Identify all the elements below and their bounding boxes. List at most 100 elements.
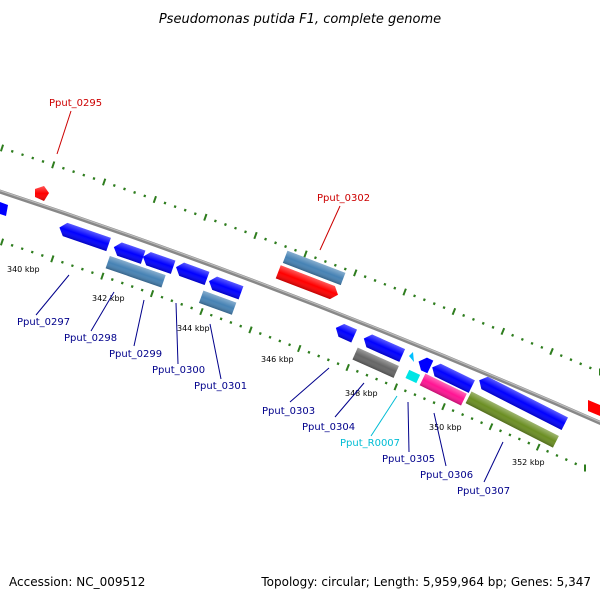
minor-tick	[82, 173, 86, 177]
minor-tick	[123, 187, 126, 191]
minor-tick	[130, 285, 134, 289]
minor-tick	[355, 369, 359, 373]
major-tick	[402, 288, 407, 296]
minor-tick	[92, 177, 96, 181]
minor-tick	[413, 294, 417, 298]
minor-tick	[284, 244, 288, 249]
minor-tick	[480, 421, 484, 425]
minor-tick	[294, 248, 297, 252]
minor-tick	[219, 317, 223, 321]
leader-lines	[35, 110, 504, 483]
minor-tick	[40, 253, 44, 257]
minor-tick	[413, 393, 417, 397]
gene-label-pput-0301[interactable]: Pput_0301	[194, 381, 247, 392]
gene-label-pput-0306[interactable]: Pput_0306	[420, 470, 473, 481]
feature-pput-0298-steel[interactable]	[105, 255, 166, 288]
minor-tick	[313, 256, 317, 260]
minor-tick	[183, 208, 187, 212]
minor-tick	[403, 389, 407, 393]
gene-label-pput-0300[interactable]: Pput_0300	[152, 365, 205, 376]
minor-tick	[508, 433, 512, 437]
minor-tick	[317, 354, 321, 358]
feature-pput-0303[interactable]	[333, 322, 357, 343]
minor-tick	[244, 230, 247, 234]
minor-tick	[365, 373, 369, 377]
gene-label-pput-0305[interactable]: Pput_0305	[382, 454, 435, 465]
major-tick	[500, 327, 506, 335]
minor-tick	[234, 226, 237, 230]
minor-tick	[333, 263, 337, 267]
gene-label-pput-0307[interactable]: Pput_0307	[457, 486, 510, 497]
minor-tick	[258, 332, 262, 336]
minor-tick	[213, 219, 217, 223]
minor-tick	[326, 358, 330, 362]
gene-label-pput-0303[interactable]: Pput_0303	[262, 406, 315, 417]
minor-tick	[193, 212, 197, 216]
minor-tick	[498, 429, 503, 433]
gene-label-pput-0304[interactable]: Pput_0304	[302, 422, 355, 433]
genome-backbone	[0, 189, 600, 425]
gene-label-pput-0295[interactable]: Pput_0295	[49, 98, 102, 109]
gene-label-pput-0299[interactable]: Pput_0299	[109, 349, 162, 360]
minor-tick	[60, 260, 64, 264]
major-tick	[451, 307, 457, 316]
gene-label-pput-0298[interactable]: Pput_0298	[64, 333, 117, 344]
feature-edge-red[interactable]	[588, 400, 600, 416]
minor-tick	[140, 288, 144, 292]
gene-label-pput-0297[interactable]: Pput_0297	[17, 317, 70, 328]
minor-tick	[373, 278, 377, 283]
minor-tick	[21, 153, 24, 157]
major-tick	[303, 250, 308, 258]
feature-pput-0307[interactable]	[476, 374, 568, 431]
feature-pput-0298[interactable]	[112, 240, 146, 264]
minor-tick	[70, 264, 74, 268]
minor-tick	[451, 409, 455, 413]
major-tick	[441, 403, 446, 411]
feature-pput-0295[interactable]	[35, 186, 49, 201]
minor-tick	[462, 313, 466, 318]
feature-pput-0297[interactable]	[57, 221, 111, 252]
minor-tick	[520, 337, 524, 341]
major-tick	[549, 347, 554, 356]
topology-text: Topology: circular; Length: 5,959,964 bp…	[260, 575, 591, 589]
minor-tick	[470, 417, 474, 421]
gene-label-pput-r0007[interactable]: Pput_R0007	[340, 438, 400, 449]
minor-tick	[190, 306, 194, 310]
minor-tick	[268, 335, 272, 339]
minor-tick	[461, 413, 465, 417]
outer-tick-track	[0, 144, 600, 376]
minor-tick	[579, 362, 583, 366]
major-tick	[152, 195, 157, 204]
feature-pput-0307-olive[interactable]	[465, 391, 559, 448]
feature-pput-0306[interactable]	[429, 361, 475, 393]
feature-pput-0301-steel[interactable]	[198, 290, 237, 315]
feature-pput-0304[interactable]	[361, 332, 406, 362]
feature-pput-0304-gray[interactable]	[352, 347, 399, 378]
minor-tick	[163, 201, 167, 205]
feature-pput-0299[interactable]	[141, 250, 176, 274]
major-tick	[488, 423, 494, 431]
minor-tick	[384, 381, 388, 385]
minor-tick	[120, 281, 124, 285]
major-tick	[393, 383, 399, 391]
minor-tick	[20, 247, 24, 251]
minor-tick	[422, 298, 426, 302]
feature-pput-0301[interactable]	[207, 275, 244, 300]
major-tick	[248, 326, 253, 334]
feature-pput-0305[interactable]	[416, 355, 434, 374]
kbp-label: 346 kbp	[261, 355, 294, 364]
kbp-label: 352 kbp	[512, 458, 545, 467]
minor-tick	[173, 205, 177, 209]
gene-label-pput-0302[interactable]: Pput_0302	[317, 193, 370, 204]
feature-pput-0300[interactable]	[174, 261, 210, 286]
feature-edge-blue[interactable]	[0, 202, 8, 216]
feature-pput-0306-magenta[interactable]	[419, 373, 467, 406]
kbp-label: 344 kbp	[177, 324, 210, 333]
minor-tick	[72, 170, 76, 174]
feature-pput-0302[interactable]	[275, 265, 341, 301]
minor-tick	[540, 345, 544, 349]
feature-pput-r0007[interactable]	[405, 352, 421, 384]
feature-pput-0302-steel[interactable]	[282, 250, 346, 286]
major-tick	[345, 363, 350, 372]
